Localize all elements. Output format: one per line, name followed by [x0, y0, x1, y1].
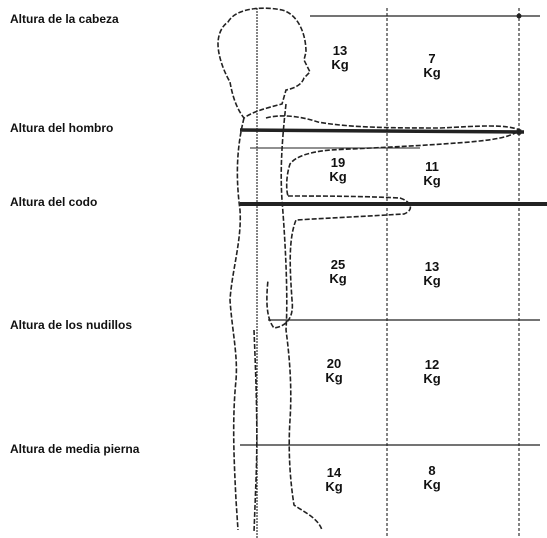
weight-value: 14	[326, 465, 342, 480]
weight-head-far: 7 Kg	[412, 52, 452, 80]
label-shoulder-height: Altura del hombro	[10, 121, 114, 135]
label-head-height: Altura de la cabeza	[10, 12, 119, 26]
weight-unit: Kg	[423, 371, 441, 386]
figure-arm-lower	[266, 195, 412, 329]
label-knuckle-height: Altura de los nudillos	[10, 318, 133, 332]
weight-unit: Kg	[325, 479, 343, 494]
human-figure	[217, 7, 522, 533]
weight-mid-leg-far: 8 Kg	[412, 464, 452, 492]
weight-unit: Kg	[423, 477, 441, 492]
figure-arm-upper	[265, 115, 522, 197]
shoulder-height-line	[239, 128, 525, 134]
weight-value: 12	[424, 357, 440, 372]
head-far-point	[516, 13, 522, 19]
weight-elbow-near: 25 Kg	[318, 258, 358, 286]
weight-knuckle-near: 20 Kg	[314, 357, 354, 385]
weight-knuckle-far: 12 Kg	[412, 358, 452, 386]
weight-unit: Kg	[329, 169, 347, 184]
weight-unit: Kg	[331, 57, 349, 72]
label-elbow-height: Altura del codo	[10, 195, 98, 209]
weight-value: 11	[425, 159, 439, 174]
weight-value: 8	[428, 463, 436, 478]
weight-value: 13	[424, 259, 440, 274]
weight-mid-leg-near: 14 Kg	[314, 466, 354, 494]
figure-rear-leg	[253, 329, 258, 533]
weight-unit: Kg	[423, 65, 441, 80]
weight-unit: Kg	[329, 271, 347, 286]
weight-value: 25	[330, 257, 346, 272]
weight-value: 13	[332, 43, 348, 58]
weight-unit: Kg	[423, 273, 441, 288]
weight-head-near: 13 Kg	[320, 44, 360, 72]
weight-shoulder-near: 19 Kg	[318, 156, 358, 184]
weight-unit: Kg	[325, 370, 343, 385]
weight-value: 19	[330, 155, 346, 170]
weight-elbow-far: 13 Kg	[412, 260, 452, 288]
weight-value: 7	[428, 51, 436, 66]
weight-unit: Kg	[423, 173, 441, 188]
figure-front	[280, 103, 323, 531]
figure-head	[217, 7, 311, 120]
figure-back	[229, 117, 245, 531]
weight-value: 20	[326, 356, 342, 371]
weight-shoulder-far: 11 Kg	[412, 160, 452, 188]
label-mid-leg-height: Altura de media pierna	[10, 442, 140, 456]
